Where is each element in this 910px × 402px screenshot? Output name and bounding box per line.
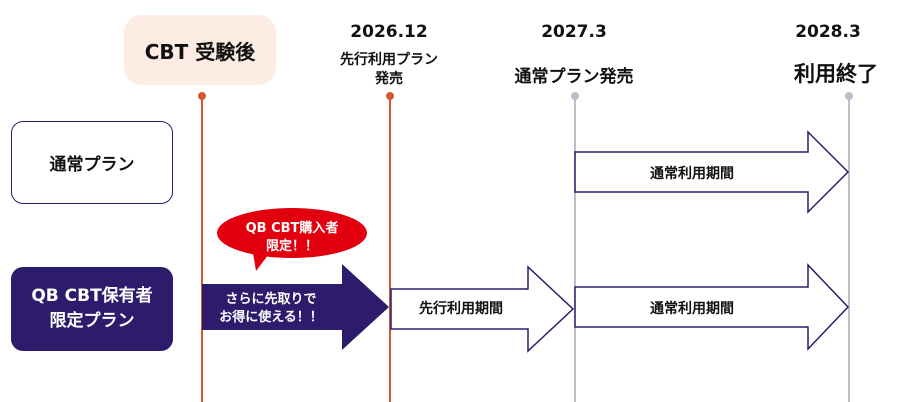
early-release-label-1: 先行利用プラン (340, 52, 438, 68)
regular-period-arrow-bottom (574, 263, 850, 351)
timeline-line-regular-release (574, 96, 576, 402)
qb-plan-label-1: QB CBT保有者 (31, 286, 153, 306)
regular-period-arrow-top (574, 130, 850, 214)
bubble-tail (252, 247, 272, 271)
regular-period-label-top: 通常利用期間 (650, 166, 734, 182)
early-period-arrow (390, 265, 575, 353)
bubble-text-1: QB CBT購入者 (245, 221, 339, 236)
regular-release-date: 2027.3 (541, 22, 607, 42)
timeline-line-early-release (389, 96, 391, 402)
after-cbt-badge: CBT 受験後 (124, 15, 276, 85)
timeline-dot-end (845, 92, 853, 100)
early-access-arrow-shape (202, 264, 389, 350)
regular-plan-label: 通常プラン (49, 155, 135, 175)
early-access-arrow (202, 264, 389, 350)
early-period-label: 先行利用期間 (419, 301, 503, 317)
bubble-text-2: 限定！！ (265, 239, 318, 254)
timeline-dot-early-release (386, 92, 394, 100)
bubble-body (217, 208, 367, 258)
timeline-dot-regular-release (571, 92, 579, 100)
timeline-line-after-cbt (201, 96, 203, 402)
early-release-date: 2026.12 (350, 22, 428, 42)
regular-release-label: 通常プラン発売 (514, 67, 634, 87)
regular-period-arrow-bottom-shape (574, 263, 850, 351)
early-period-arrow-shape (390, 265, 575, 353)
regular-period-label-bottom: 通常利用期間 (650, 301, 734, 317)
regular-period-arrow-top-shape (574, 130, 850, 214)
early-release-label-2: 発売 (375, 71, 403, 87)
after-cbt-label: CBT 受験後 (144, 39, 256, 64)
limited-bubble (217, 208, 367, 271)
end-label: 利用終了 (794, 62, 878, 86)
timeline-dot-after-cbt (198, 92, 206, 100)
timeline-line-end (848, 96, 850, 402)
early-access-text-2: お得に使える！！ (219, 310, 323, 325)
end-date: 2028.3 (795, 22, 861, 42)
qb-plan-label-2: 限定プラン (49, 311, 135, 331)
regular-plan-box: 通常プラン (11, 121, 173, 204)
early-access-text-1: さらに先取りで (225, 292, 317, 307)
qb-plan-box: QB CBT保有者 限定プラン (11, 267, 173, 351)
